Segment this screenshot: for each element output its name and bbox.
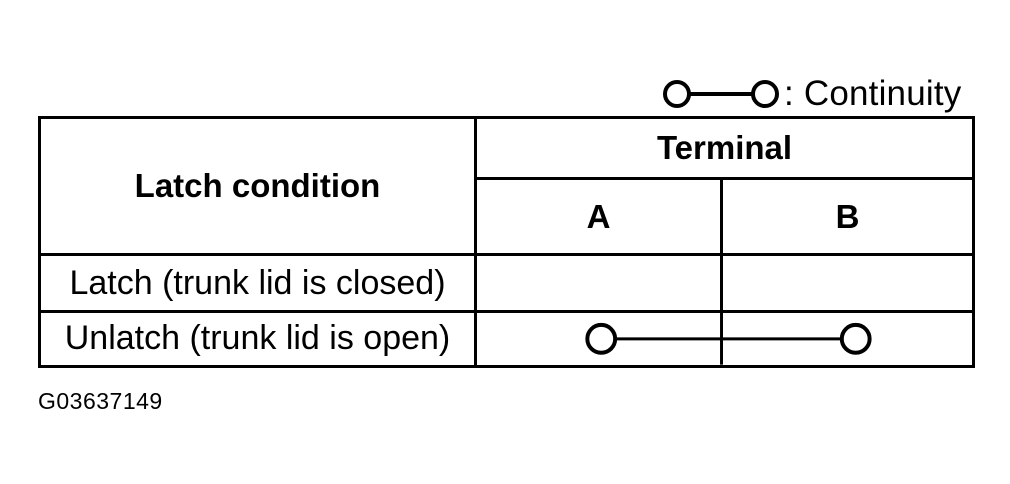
continuity-connection-icon — [585, 313, 872, 365]
terminal-a-cell-latch — [474, 253, 723, 313]
table-header-row: Latch condition Terminal — [38, 116, 975, 256]
terminal-subheader-row: A B — [40, 177, 975, 256]
latch-condition-header: Latch condition — [38, 116, 477, 256]
condition-cell-latch: Latch (trunk lid is closed) — [38, 253, 477, 313]
condition-cell-unlatch: Unlatch (trunk lid is open) — [38, 310, 477, 368]
continuity-symbol-icon — [663, 80, 779, 108]
continuity-cell-unlatch — [474, 310, 975, 368]
terminal-b-header: B — [720, 177, 975, 256]
terminal-a-header: A — [474, 177, 723, 256]
continuity-table: Latch condition Terminal A B Latch (trun… — [38, 116, 975, 368]
terminal-header: Terminal — [474, 116, 975, 180]
continuity-table-wrapper: Latch condition Terminal A B Latch (trun… — [38, 116, 975, 368]
terminal-b-cell-latch — [720, 253, 975, 313]
table-row: Latch (trunk lid is closed) — [38, 253, 975, 313]
table-row: Unlatch (trunk lid is open) — [38, 310, 975, 368]
legend-label: : Continuity — [784, 74, 962, 113]
continuity-legend: : Continuity — [662, 74, 962, 114]
figure-id: G03637149 — [38, 388, 163, 414]
